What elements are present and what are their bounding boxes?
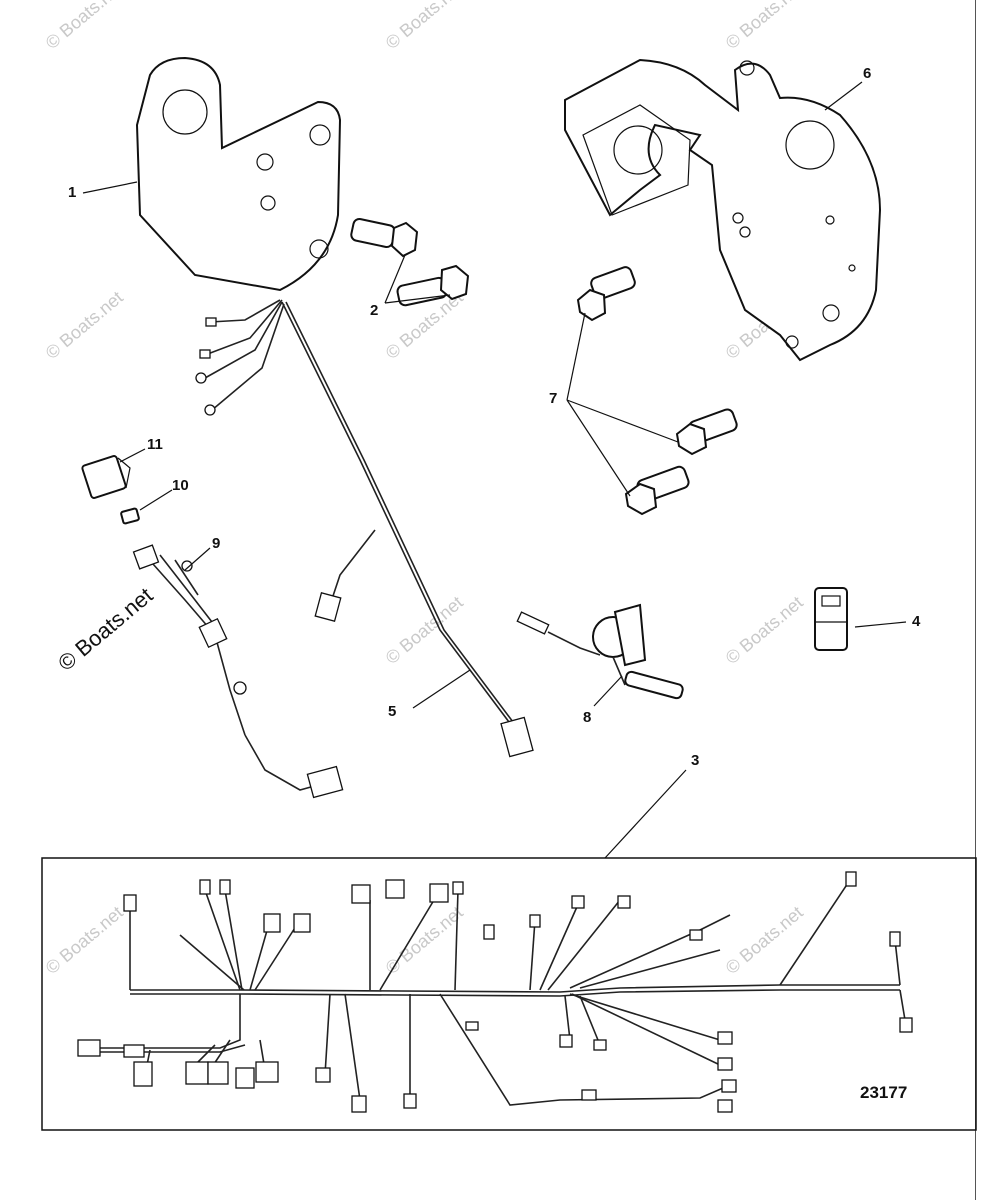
callout-4: 4 — [912, 613, 921, 630]
watermark: © Boats.net — [722, 592, 807, 668]
part-11-relay — [81, 455, 131, 499]
watermark: © Boats.net — [42, 287, 127, 363]
callout-1: 1 — [68, 184, 76, 201]
part-10-fuse — [120, 507, 140, 525]
leader-lines — [82, 81, 907, 859]
watermark: © Boats.net — [42, 0, 127, 53]
part-7-screws — [576, 266, 738, 516]
watermark: © Boats.net — [382, 0, 467, 53]
callout-11: 11 — [147, 436, 163, 453]
watermark: © Boats.net — [42, 902, 127, 978]
watermark: © Boats.net — [382, 592, 467, 668]
part-9-harness — [132, 544, 344, 799]
part-4-connector — [814, 587, 848, 651]
watermark: © Boats.net — [722, 902, 807, 978]
callout-2: 2 — [370, 302, 378, 319]
part-1-bracket — [135, 56, 342, 292]
callout-9: 9 — [212, 535, 220, 552]
callout-8: 8 — [583, 709, 591, 726]
callout-6: 6 — [863, 65, 871, 82]
part-8-sensor — [516, 603, 684, 700]
watermark: © Boats.net — [722, 0, 807, 53]
part-6-plate — [564, 58, 882, 362]
part-3-engine-harness-box — [41, 857, 977, 1131]
callout-10: 10 — [172, 477, 189, 494]
callouts: 1 2 3 4 5 6 7 8 9 10 11 — [68, 65, 921, 769]
part-2-bolts — [350, 217, 470, 307]
callout-7: 7 — [549, 390, 557, 407]
callout-5: 5 — [388, 703, 396, 720]
drawing-number: 23177 — [860, 1083, 908, 1102]
part-5-harness — [195, 299, 534, 758]
callout-3: 3 — [691, 752, 699, 769]
watermark-main: © Boats.net — [53, 583, 157, 676]
